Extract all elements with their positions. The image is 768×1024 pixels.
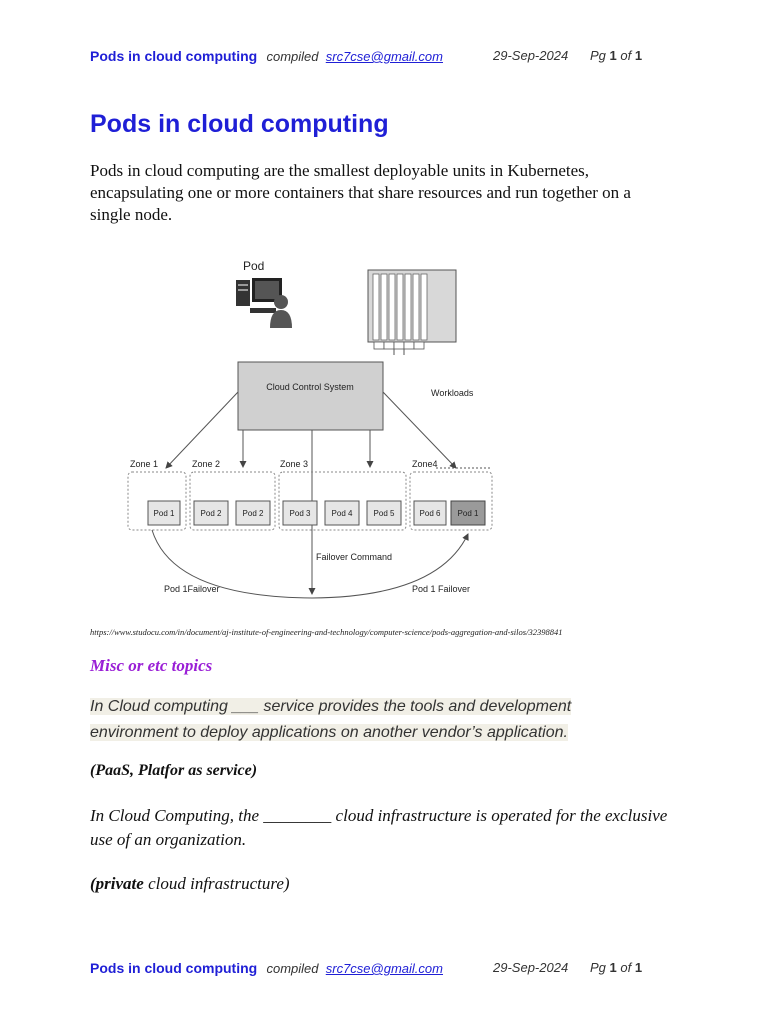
header-page-number: Pg 1 of 1 [590, 48, 643, 63]
cloud-control-system-box [237, 361, 384, 431]
footer-compiled: compiled [266, 961, 319, 976]
zone-box-3 [278, 471, 407, 531]
pods-diagram: Pod Cloud Co [127, 259, 493, 599]
pod-box-label: Pod 6 [420, 509, 441, 518]
footer-page-number: Pg 1 of 1 [590, 960, 643, 975]
intro-paragraph: Pods in cloud computing are the smallest… [90, 161, 631, 224]
header-email-link[interactable]: src7cse@gmail.com [325, 49, 443, 64]
pod-box-label: Pod 1 [458, 509, 479, 518]
pod-label: Pod [243, 259, 264, 273]
question-1-text: In Cloud computing ___ service provides … [90, 698, 572, 741]
arrow-zone4 [382, 391, 457, 469]
page-header: Pods in cloud computing compiled src7cse… [90, 48, 690, 65]
pod-box-label: Pod 2 [243, 509, 264, 518]
zone-box-4 [409, 471, 493, 531]
cloud-control-system-label: Cloud Control System [266, 382, 354, 392]
question-2: In Cloud Computing, the ________ cloud i… [90, 806, 668, 849]
zone-label-1: Zone 1 [130, 459, 158, 469]
server-rack-icon [367, 269, 457, 355]
workloads-label: Workloads [431, 388, 474, 398]
failover-curve [151, 529, 469, 599]
zone-label-3: Zone 3 [280, 459, 308, 469]
pod-box-label: Pod 3 [290, 509, 311, 518]
header-date: 29-Sep-2024 [493, 48, 569, 63]
answer-2: (private cloud infrastructure) [90, 874, 290, 893]
answer-1: (PaaS, Platfor as service) [90, 762, 258, 779]
zone-box-2 [189, 471, 276, 531]
failover-command-label: Failover Command [316, 552, 392, 562]
footer-date: 29-Sep-2024 [493, 960, 569, 975]
page-title: Pods in cloud computing [90, 110, 389, 138]
header-compiled: compiled [266, 49, 319, 64]
zone-label-2: Zone 2 [192, 459, 220, 469]
question-1: In Cloud computing ___ service provides … [90, 694, 650, 746]
pod-box-label: Pod 1 [154, 509, 175, 518]
failover-left-label: Pod 1Failover [164, 584, 220, 594]
pod-box-label: Pod 4 [332, 509, 353, 518]
zone-box-1 [127, 471, 187, 531]
computer-user-icon [236, 278, 292, 328]
header-brand: Pods in cloud computing [90, 48, 258, 64]
zone-label-4: Zone4 [412, 459, 438, 469]
footer-email-link[interactable]: src7cse@gmail.com [325, 961, 443, 976]
source-url[interactable]: https://www.studocu.com/in/document/aj-i… [90, 627, 563, 637]
failover-right-label: Pod 1 Failover [412, 584, 470, 594]
pod-box-label: Pod 5 [374, 509, 395, 518]
arrow-zone1 [165, 391, 239, 469]
page-footer: Pods in cloud computing compiled src7cse… [90, 960, 690, 977]
misc-heading: Misc or etc topics [90, 656, 213, 675]
footer-brand: Pods in cloud computing [90, 960, 258, 976]
pod-box-label: Pod 2 [201, 509, 222, 518]
